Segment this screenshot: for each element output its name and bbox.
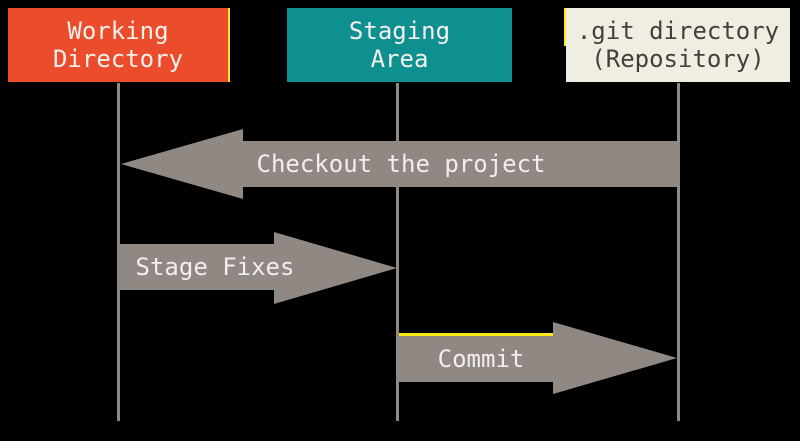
git-directory-label: .git directory (Repository)	[576, 17, 780, 73]
checkout-arrow-head-left-icon	[121, 129, 243, 199]
staging-area-box: Staging Area	[287, 8, 512, 82]
commit-arrow-head-right-icon	[553, 322, 677, 394]
working-directory-label: Working Directory	[52, 17, 184, 73]
staging-area-lifeline	[396, 83, 399, 421]
working-directory-box: Working Directory	[8, 8, 228, 82]
working-directory-lifeline	[117, 83, 120, 421]
yellow-edge-git-box	[564, 8, 566, 46]
stage-fixes-arrow-head-right-icon	[274, 232, 397, 304]
yellow-edge-commit-arrow	[399, 333, 553, 336]
git-directory-lifeline	[677, 83, 680, 421]
staging-area-label: Staging Area	[348, 17, 451, 73]
stage-fixes-arrow-shaft	[120, 244, 274, 290]
checkout-arrow-label: Checkout the project	[256, 150, 546, 178]
stage-fixes-arrow-label: Stage Fixes	[135, 253, 295, 281]
checkout-arrow-shaft	[243, 141, 680, 187]
commit-arrow-label: Commit	[437, 345, 525, 373]
commit-arrow-shaft	[399, 336, 553, 382]
yellow-edge-working-box	[228, 8, 230, 82]
git-directory-box: .git directory (Repository)	[566, 8, 790, 82]
